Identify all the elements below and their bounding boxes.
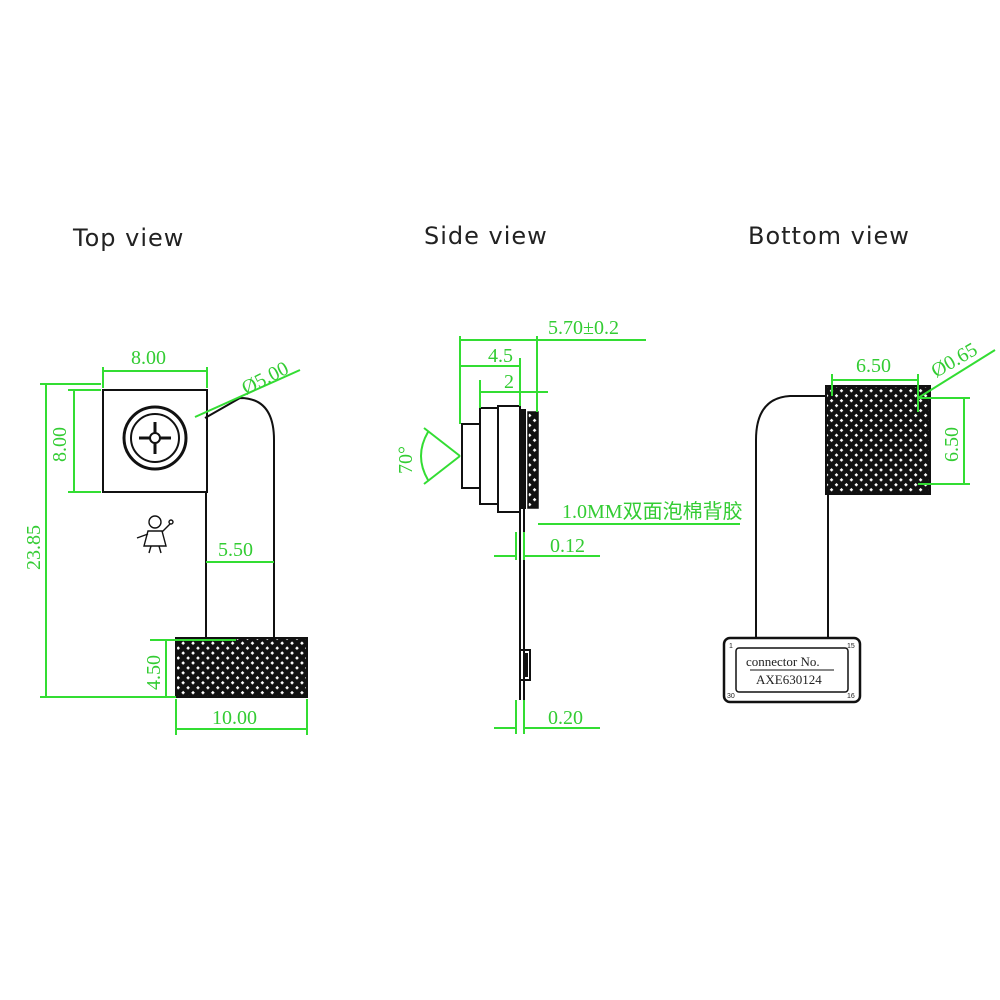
top-connector-height-label: 4.50 — [143, 655, 165, 690]
side-foam-label: 1.0MM双面泡棉背胶 — [562, 500, 743, 523]
top-flex-right-edge — [204, 396, 275, 640]
side-lens-label: 2 — [504, 371, 514, 393]
side-barrel-label: 4.5 — [488, 345, 513, 367]
top-flex-width-label: 5.50 — [218, 539, 253, 561]
side-total-depth-label: 5.70±0.2 — [548, 317, 619, 339]
bottom-view-title: Bottom view — [748, 222, 910, 250]
top-view: 8.00 Ø5.00 8.00 23.85 5.50 4.50 10.00 — [23, 347, 308, 735]
top-lens-inner — [130, 413, 180, 463]
pin-15-label: 15 — [847, 643, 855, 650]
connector-part-label: AXE630124 — [756, 672, 822, 687]
bottom-pad-height-label: 6.50 — [941, 427, 963, 462]
side-stiffener-label: 0.20 — [548, 707, 583, 729]
side-lens-front — [461, 423, 481, 489]
top-connector-width-label: 10.00 — [212, 707, 257, 729]
top-connector — [175, 637, 308, 698]
side-foam — [527, 411, 539, 509]
side-view: 70° 5.70±0.2 4.5 2 1.0MM双面泡棉背胶 0.12 0.20 — [395, 317, 743, 734]
side-view-title: Side view — [424, 222, 548, 250]
connector-name-label: connector No. — [746, 654, 820, 669]
side-angle-label: 70° — [395, 446, 417, 474]
side-flex-thickness-label: 0.12 — [550, 535, 585, 557]
top-width-label: 8.00 — [131, 347, 166, 369]
top-lens-label: Ø5.00 — [238, 357, 292, 399]
bottom-pad-width-label: 6.50 — [856, 355, 891, 377]
side-stiffener — [519, 649, 531, 681]
top-lens-leader — [194, 369, 301, 418]
pin-30-label: 30 — [727, 693, 735, 700]
bottom-view: connector No. AXE630124 1 15 30 16 6.50 … — [722, 339, 996, 704]
pin-16-label: 16 — [847, 693, 855, 700]
pin-1-label: 1 — [729, 643, 733, 650]
side-lens-barrel — [479, 407, 499, 505]
bottom-flex-left-edge — [755, 395, 826, 640]
top-height-label: 8.00 — [49, 427, 71, 462]
figure-icon — [136, 515, 174, 554]
top-view-title: Top view — [72, 224, 184, 252]
top-lens-outer — [122, 405, 188, 471]
side-sensor-body — [497, 405, 521, 513]
top-total-height-label: 23.85 — [23, 525, 45, 570]
side-pcb — [520, 409, 526, 509]
bottom-pad — [825, 385, 931, 495]
top-sensor-body — [102, 389, 208, 493]
